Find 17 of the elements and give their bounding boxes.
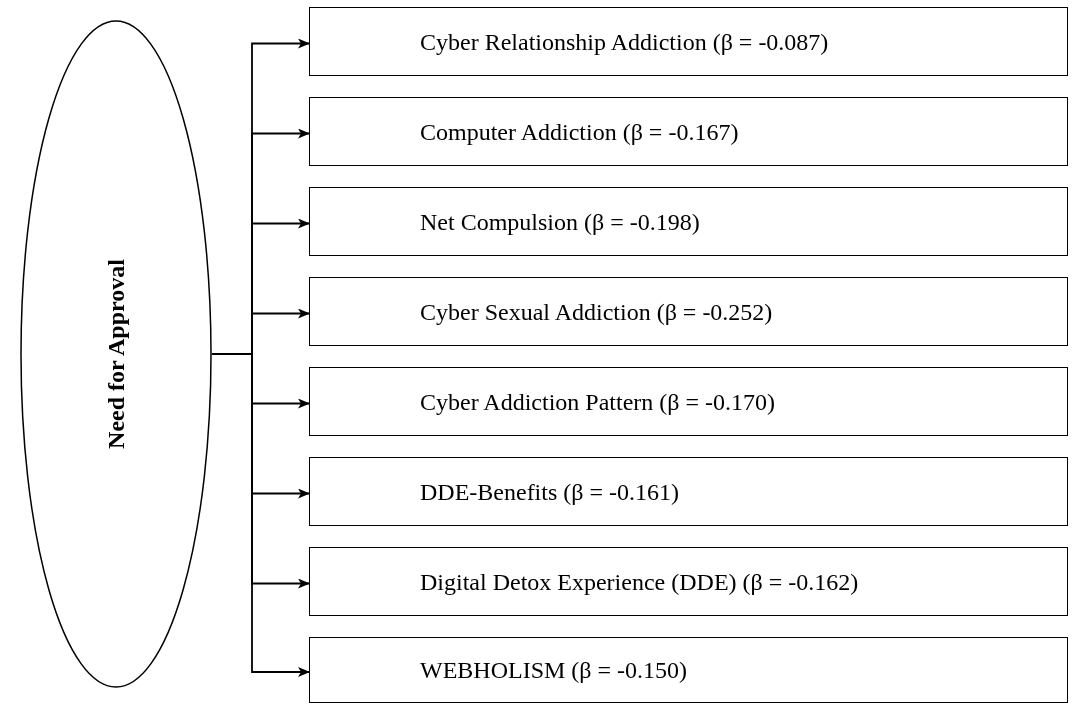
outcome-label: Computer Addiction (β = -0.167): [420, 118, 739, 145]
outcome-label: Net Compulsion (β = -0.198): [420, 208, 700, 235]
outcome-label: DDE-Benefits (β = -0.161): [420, 478, 680, 505]
outcome-box: [309, 7, 1068, 76]
outcome-box: [309, 97, 1068, 166]
outcome-label: Digital Detox Experience (DDE) (β = -0.162): [420, 568, 859, 595]
outcome-box: [309, 187, 1068, 256]
construct-label: Need for Approval: [102, 259, 130, 449]
outcome-box: [309, 547, 1068, 616]
outcome-label: Cyber Addiction Pattern (β = -0.170): [420, 388, 776, 415]
outcome-box: [309, 637, 1068, 703]
outcome-label: Cyber Sexual Addiction (β = -0.252): [420, 298, 773, 325]
outcome-box: [309, 457, 1068, 526]
outcome-box: [309, 277, 1068, 346]
outcome-label: WEBHOLISM (β = -0.150): [420, 656, 688, 684]
outcome-label: Cyber Relationship Addiction (β = -0.087): [420, 28, 829, 55]
outcome-box: [309, 367, 1068, 436]
